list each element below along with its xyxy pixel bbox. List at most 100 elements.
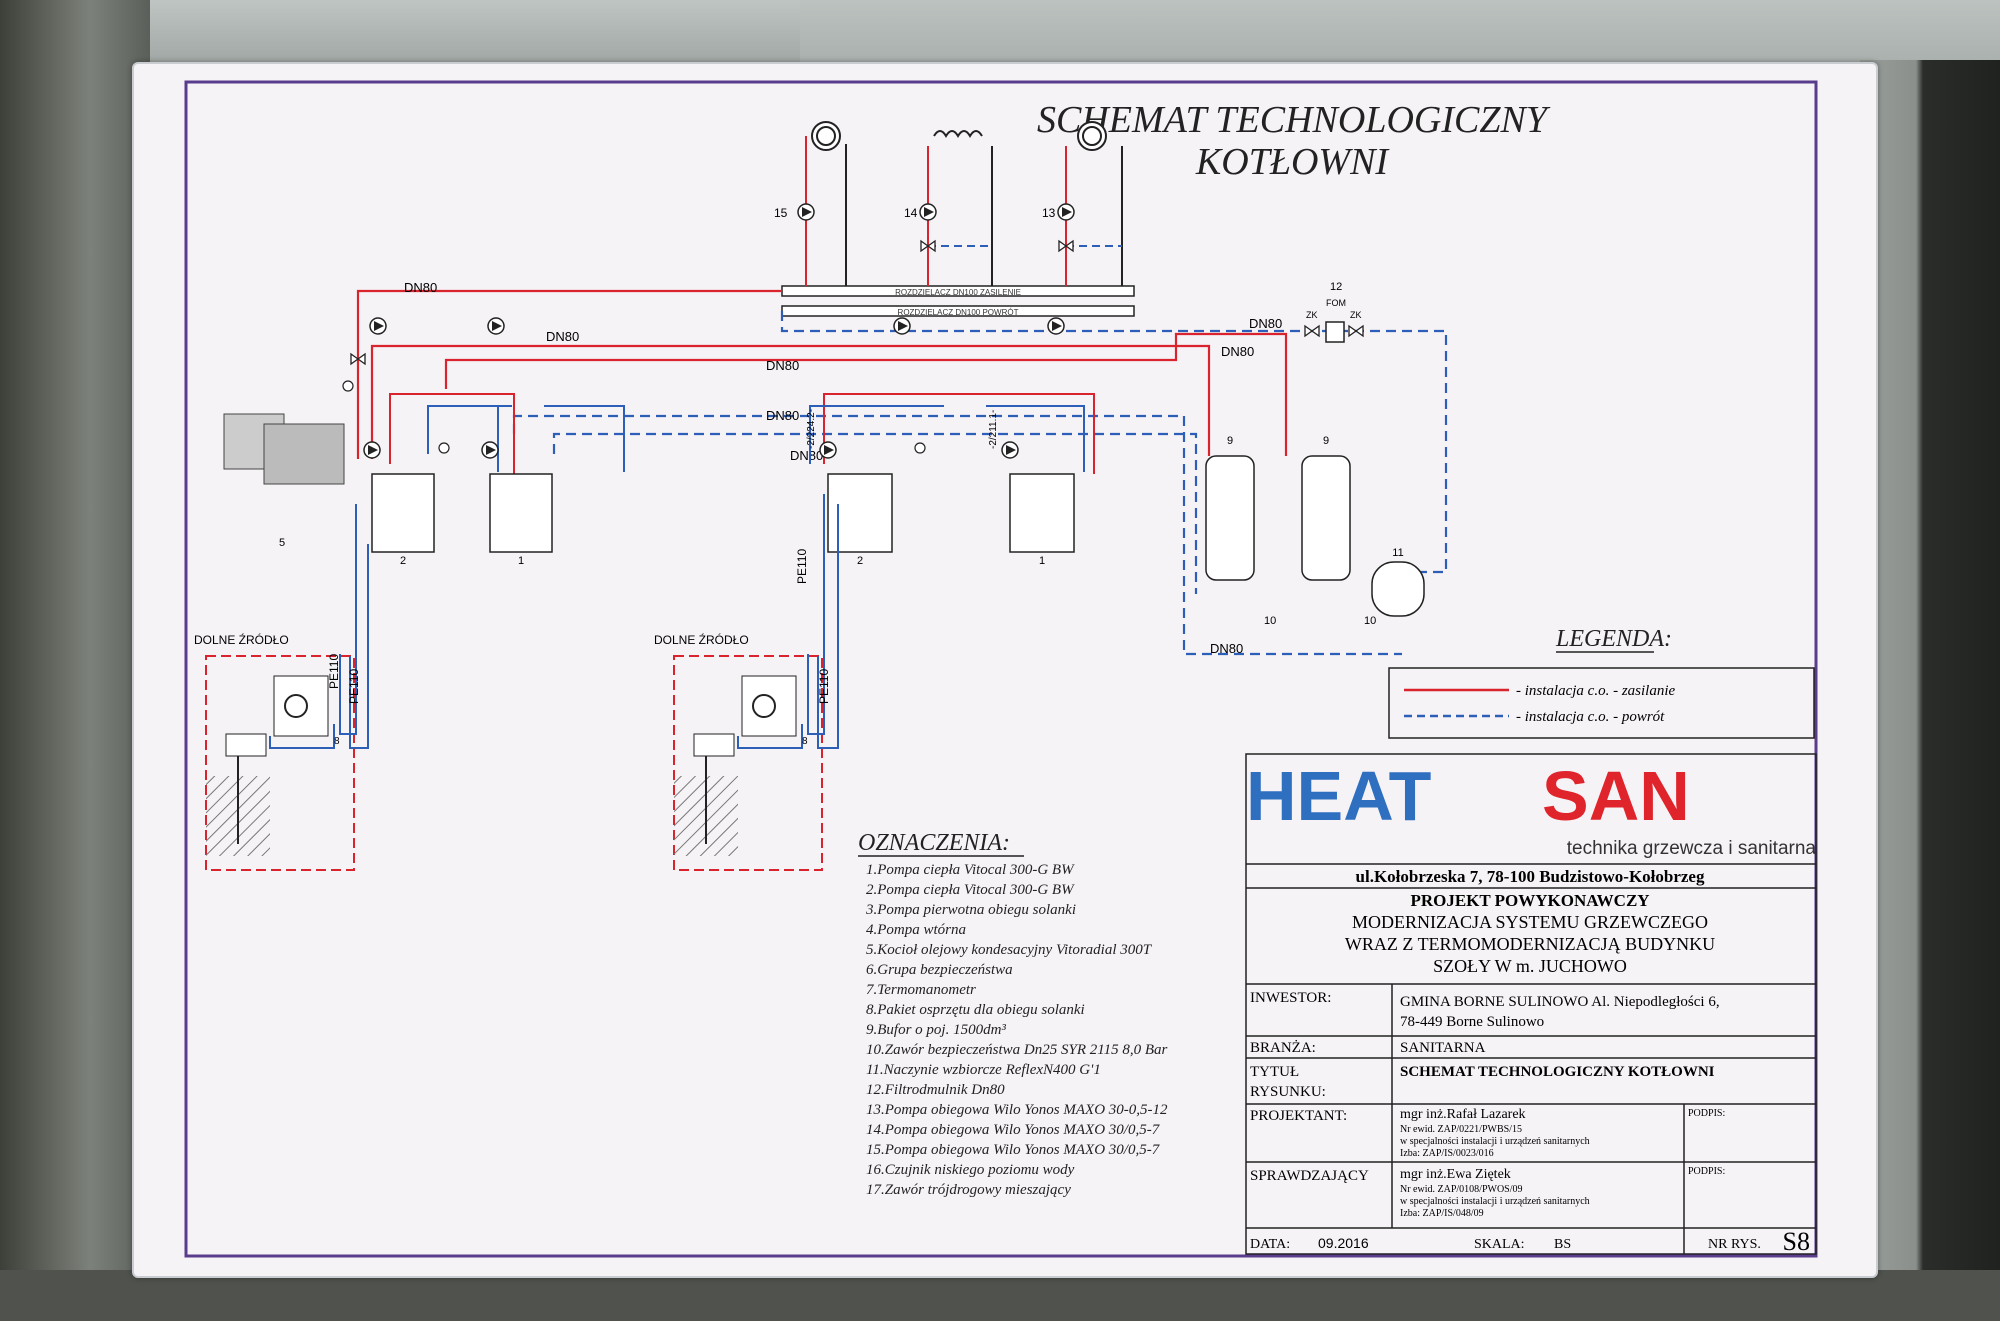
svg-text:NR RYS.: NR RYS. bbox=[1708, 1237, 1761, 1252]
svg-text:PE110: PE110 bbox=[347, 669, 361, 704]
svg-text:7.Termomanometr: 7.Termomanometr bbox=[866, 982, 976, 998]
manifold-supply-label: ROZDZIELACZ DN100 ZASILENIE bbox=[895, 288, 1021, 297]
svg-text:09.2016: 09.2016 bbox=[1318, 1235, 1369, 1251]
heat-pump-1-a bbox=[489, 473, 553, 553]
svg-text:9.Bufor o poj. 1500dm³: 9.Bufor o poj. 1500dm³ bbox=[866, 1022, 1006, 1038]
main-pipes bbox=[356, 289, 1448, 656]
svg-text:Izba: ZAP/IS/048/09: Izba: ZAP/IS/048/09 bbox=[1400, 1208, 1484, 1219]
svg-text:w specjalności instalacji i ur: w specjalności instalacji i urządzeń san… bbox=[1400, 1196, 1590, 1207]
company-name-heat: HEAT bbox=[1246, 757, 1431, 835]
svg-text:-2/224.2-: -2/224.2- bbox=[806, 409, 817, 449]
schematic-drawing: SCHEMAT TECHNOLOGICZNY KOTŁOWNI ROZDZIEL… bbox=[184, 80, 1818, 1258]
svg-text:10.Zawór bezpieczeństwa Dn25 S: 10.Zawór bezpieczeństwa Dn25 SYR 2115 8,… bbox=[866, 1042, 1168, 1058]
svg-text:8: 8 bbox=[802, 736, 808, 747]
heat-pump-2-a bbox=[371, 473, 435, 553]
drawing-frame bbox=[184, 80, 1818, 1258]
svg-text:DN80: DN80 bbox=[1221, 344, 1254, 359]
svg-text:5: 5 bbox=[279, 537, 285, 549]
svg-text:78-449 Borne Sulinowo: 78-449 Borne Sulinowo bbox=[1400, 1014, 1544, 1030]
svg-text:DN80: DN80 bbox=[1249, 316, 1282, 331]
svg-text:Izba: ZAP/IS/0023/016: Izba: ZAP/IS/0023/016 bbox=[1400, 1148, 1494, 1159]
lower-source-1: DOLNE ŹRÓDŁO PE110 PE110 8 bbox=[194, 504, 369, 871]
svg-text:14: 14 bbox=[904, 206, 918, 220]
svg-text:DN80: DN80 bbox=[1210, 641, 1243, 656]
company-address: ul.Kołobrzeska 7, 78-100 Budzistowo-Koło… bbox=[1356, 867, 1705, 886]
svg-text:13.Pompa obiegowa Wilo Yonos M: 13.Pompa obiegowa Wilo Yonos MAXO 30-0,5… bbox=[866, 1102, 1168, 1118]
svg-text:DN80: DN80 bbox=[546, 329, 579, 344]
svg-text:3.Pompa pierwotna obiegu solan: 3.Pompa pierwotna obiegu solanki bbox=[865, 902, 1076, 918]
legend-item-return: - instalacja c.o. - powrót bbox=[1516, 709, 1665, 725]
svg-text:10: 10 bbox=[1264, 615, 1276, 627]
svg-text:PROJEKTANT:: PROJEKTANT: bbox=[1250, 1108, 1347, 1124]
svg-text:PE110: PE110 bbox=[795, 549, 809, 584]
filter-fom bbox=[1325, 321, 1345, 343]
svg-text:DATA:: DATA: bbox=[1250, 1237, 1290, 1252]
svg-text:15: 15 bbox=[774, 206, 788, 220]
top-circuits bbox=[805, 121, 1123, 286]
svg-text:FOM: FOM bbox=[1326, 298, 1346, 308]
svg-text:9: 9 bbox=[1323, 435, 1329, 447]
svg-text:BRANŻA:: BRANŻA: bbox=[1250, 1040, 1316, 1056]
background-wall-top bbox=[800, 0, 2000, 70]
svg-text:ZK: ZK bbox=[1350, 310, 1362, 320]
svg-text:PE110: PE110 bbox=[327, 654, 341, 689]
svg-text:WRAZ Z TERMOMODERNIZACJĄ BUDYN: WRAZ Z TERMOMODERNIZACJĄ BUDYNKU bbox=[1345, 934, 1715, 954]
svg-text:17.Zawór trójdrogowy mieszając: 17.Zawór trójdrogowy mieszający bbox=[866, 1182, 1071, 1198]
company-tagline: technika grzewcza i sanitarna bbox=[1567, 838, 1817, 859]
buffer-tank-2 bbox=[1301, 455, 1351, 581]
svg-text:INWESTOR:: INWESTOR: bbox=[1250, 990, 1331, 1006]
heat-pump-1-b bbox=[1009, 473, 1075, 553]
legend-box bbox=[1388, 667, 1815, 739]
svg-text:1.Pompa ciepła Vitocal 300-G B: 1.Pompa ciepła Vitocal 300-G BW bbox=[866, 862, 1075, 878]
project-type: PROJEKT POWYKONAWCZY bbox=[1410, 891, 1649, 910]
background-wall-right bbox=[1860, 60, 2000, 1321]
svg-text:RYSUNKU:: RYSUNKU: bbox=[1250, 1084, 1326, 1100]
svg-text:DOLNE ŹRÓDŁO: DOLNE ŹRÓDŁO bbox=[654, 632, 749, 647]
svg-text:S8: S8 bbox=[1783, 1227, 1810, 1256]
svg-text:1: 1 bbox=[518, 555, 524, 567]
svg-text:SPRAWDZAJĄCY: SPRAWDZAJĄCY bbox=[1250, 1168, 1369, 1184]
svg-text:DN80: DN80 bbox=[766, 408, 799, 423]
expansion-vessel bbox=[1371, 561, 1425, 617]
buffer-tank-1 bbox=[1205, 455, 1255, 581]
svg-text:SKALA:: SKALA: bbox=[1474, 1237, 1525, 1252]
manifold-return-label: ROZDZIELACZ DN100 POWRÓT bbox=[898, 308, 1019, 317]
heat-pump-group-1 bbox=[389, 393, 625, 474]
title-block bbox=[1245, 753, 1817, 1255]
company-name-san: SAN bbox=[1542, 757, 1690, 835]
lower-source-2: DOLNE ŹRÓDŁO PE110 PE110 8 bbox=[654, 494, 839, 871]
background-equipment-top bbox=[150, 0, 810, 70]
svg-text:DN80: DN80 bbox=[766, 358, 799, 373]
svg-text:SCHEMAT TECHNOLOGICZNY KOTŁOWN: SCHEMAT TECHNOLOGICZNY KOTŁOWNI bbox=[1400, 1064, 1715, 1080]
schematic-title-line2: KOTŁOWNI bbox=[1195, 141, 1390, 183]
svg-text:11: 11 bbox=[1392, 547, 1403, 559]
svg-text:-2/211.1-: -2/211.1- bbox=[988, 410, 999, 449]
svg-text:2: 2 bbox=[857, 555, 863, 567]
svg-text:ZK: ZK bbox=[1306, 310, 1318, 320]
svg-text:14.Pompa obiegowa Wilo Yonos M: 14.Pompa obiegowa Wilo Yonos MAXO 30/0,5… bbox=[866, 1122, 1161, 1138]
svg-text:Nr ewid. ZAP/0108/PWOS/09: Nr ewid. ZAP/0108/PWOS/09 bbox=[1400, 1184, 1523, 1195]
svg-text:13: 13 bbox=[1042, 206, 1056, 220]
legend-title: LEGENDA: bbox=[1555, 626, 1672, 652]
svg-text:12: 12 bbox=[1330, 281, 1342, 293]
svg-text:16.Czujnik niskiego poziomu wo: 16.Czujnik niskiego poziomu wody bbox=[866, 1162, 1075, 1178]
svg-text:8: 8 bbox=[334, 736, 340, 747]
svg-text:GMINA BORNE SULINOWO Al. Niepo: GMINA BORNE SULINOWO Al. Niepodległości … bbox=[1400, 994, 1720, 1010]
svg-text:10: 10 bbox=[1364, 615, 1376, 627]
svg-text:DN80: DN80 bbox=[790, 448, 823, 463]
svg-text:2: 2 bbox=[400, 555, 406, 567]
svg-text:SANITARNA: SANITARNA bbox=[1400, 1040, 1486, 1056]
heat-pump-group-2 bbox=[809, 393, 1095, 474]
svg-text:PE110: PE110 bbox=[817, 669, 831, 704]
svg-text:DOLNE ŹRÓDŁO: DOLNE ŹRÓDŁO bbox=[194, 632, 289, 647]
svg-text:TYTUŁ: TYTUŁ bbox=[1250, 1064, 1299, 1080]
svg-text:mgr inż.Rafał Lazarek: mgr inż.Rafał Lazarek bbox=[1400, 1107, 1526, 1122]
pipe-label-dn80: DN80 bbox=[404, 280, 437, 295]
laminated-sheet: SCHEMAT TECHNOLOGICZNY KOTŁOWNI ROZDZIEL… bbox=[132, 62, 1878, 1278]
svg-text:2.Pompa ciepła Vitocal 300-G B: 2.Pompa ciepła Vitocal 300-G BW bbox=[866, 882, 1075, 898]
svg-text:9: 9 bbox=[1227, 435, 1233, 447]
oznaczenia-title: OZNACZENIA: bbox=[858, 830, 1010, 856]
svg-text:w specjalności instalacji i ur: w specjalności instalacji i urządzeń san… bbox=[1400, 1136, 1590, 1147]
legend-item-supply: - instalacja c.o. - zasilanie bbox=[1516, 683, 1675, 699]
background-wall-left bbox=[0, 0, 150, 1321]
